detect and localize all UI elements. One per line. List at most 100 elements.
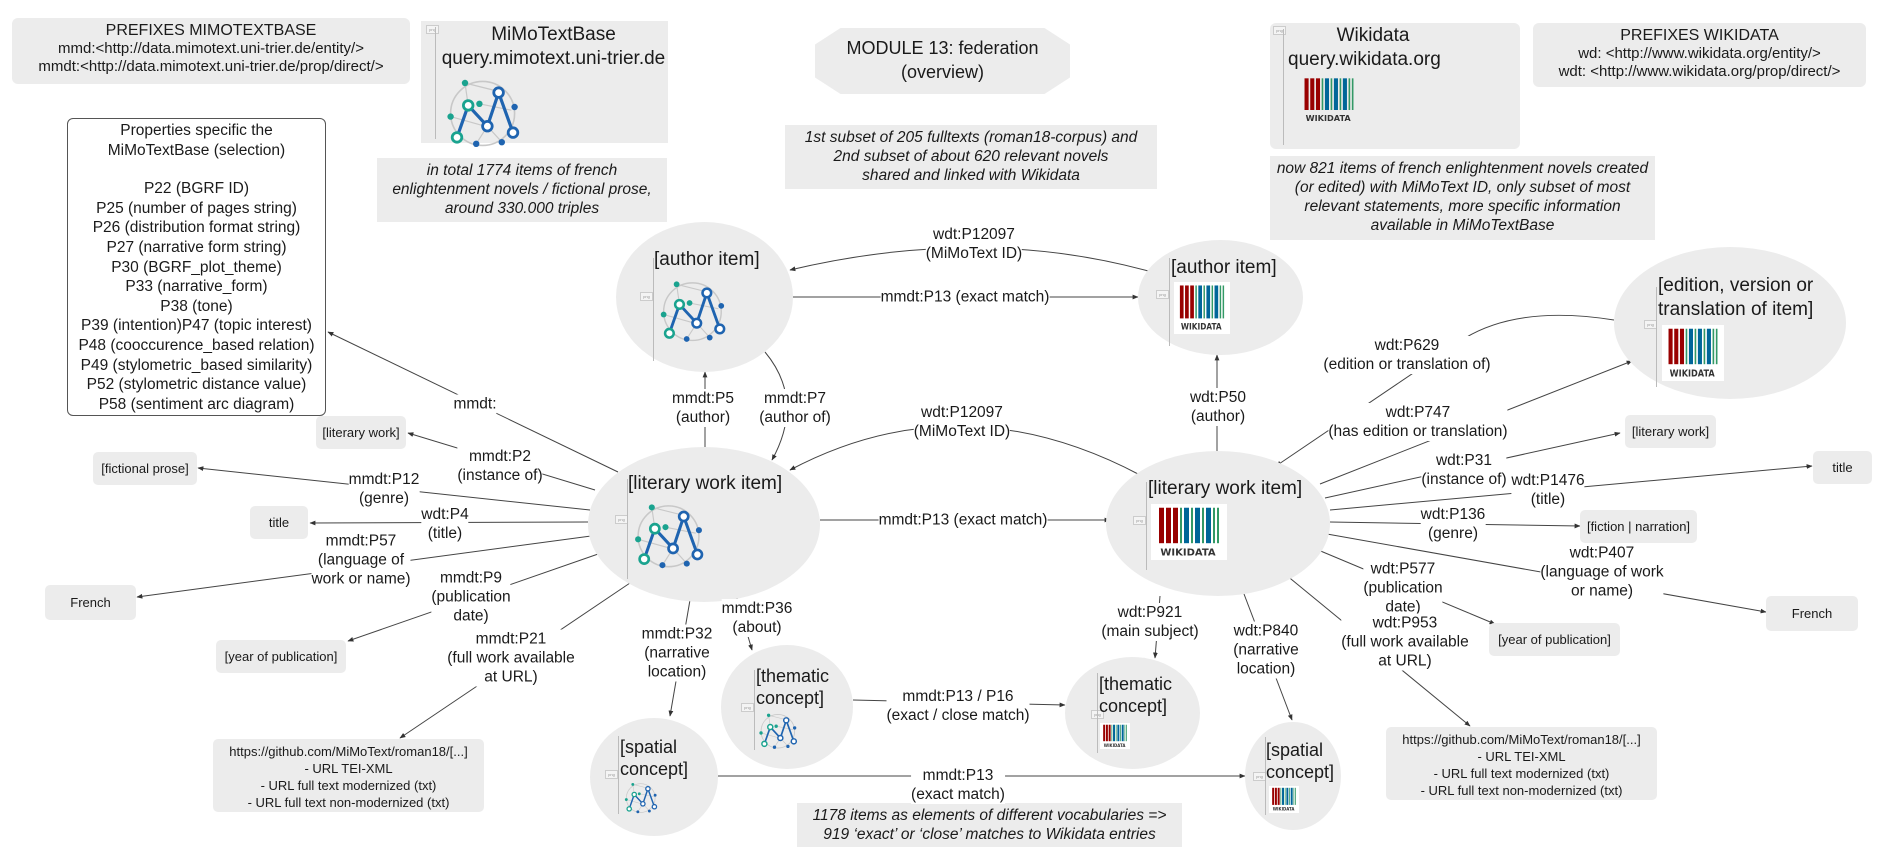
png-placeholder-icon: png (1156, 290, 1169, 299)
edge-label-line: (exact match) (911, 786, 1005, 803)
node-title-line: translation of item] (1658, 299, 1814, 320)
prefixes-mimotext-title: PREFIXES MIMOTEXTBASE (105, 22, 317, 39)
edge-label-mmd-p4: wdt:P4(title) (421, 505, 469, 543)
edge-label-line: location) (647, 663, 707, 681)
property-item: P33 (narrative_form) (125, 278, 268, 296)
edge-label-wd-p747: wdt:P747(has edition or translation) (1328, 403, 1508, 441)
edge-label-line: wdt:P747 (1385, 404, 1451, 421)
leaf-left-french: French (45, 585, 136, 620)
node-title-line: [spatial (1266, 740, 1324, 760)
prefix-wd: wd: <http://www.wikidata.org/entity/> (1578, 45, 1821, 62)
node-wikidata-thematic-concept[interactable]: png [thematic concept] WIKIDATA (1065, 657, 1200, 769)
edge-label-line: (instance of) (457, 467, 543, 484)
edge-label-wd-p1476: wdt:P1476(title) (1511, 471, 1585, 509)
edge-label-line: (title) (1530, 491, 1566, 508)
prefix-mmd: mmd:<http://data.mimotext.uni-trier.de/e… (58, 40, 364, 57)
edge-label-line: date) (453, 607, 489, 625)
edge-label-line: wdt:P629 (1374, 337, 1440, 354)
mimotext-logo-icon (622, 780, 658, 814)
edge-label-mmd-p7: mmdt:P7(author of) (759, 389, 831, 427)
edge-label-line: (author of) (759, 409, 831, 426)
leaf-right-literary-work: [literary work] (1625, 415, 1716, 448)
png-placeholder-icon: png (741, 703, 754, 712)
node-mimotext-literary-work[interactable]: png [literary work item] (588, 447, 820, 602)
edge-label-line: (language of work (1540, 563, 1664, 581)
edge-label-line: (edition or translation of) (1323, 356, 1491, 373)
edge-label-line: (publication (431, 588, 511, 606)
edge-label-line: wdt:P840 (1233, 622, 1299, 640)
edge-label-line: (title) (427, 525, 463, 542)
node-mimotext-thematic-concept[interactable]: png [thematic concept] (721, 645, 853, 769)
node-wikidata-author[interactable]: png [author item] WIKIDATA (1138, 240, 1303, 355)
edge-label-line: or name) (1570, 582, 1634, 600)
note-line: 1st subset of 205 fulltexts (roman18-cor… (804, 129, 1138, 146)
mimotext-logo-icon (629, 499, 705, 569)
edge-label-line: at URL) (1378, 652, 1432, 670)
image-border (653, 258, 654, 361)
edge-label-line: (full work available (447, 649, 575, 667)
node-title: [author item] (1171, 257, 1277, 278)
mimotext-logo-icon (655, 277, 727, 342)
node-wikidata-spatial-concept[interactable]: png [spatial concept] WIKIDATA (1245, 722, 1341, 830)
property-item: P39 (intention)P47 (topic interest) (81, 317, 312, 335)
properties-list: P22 (BGRF ID)P25 (number of pages string… (70, 179, 323, 414)
svg-text:WIKIDATA: WIKIDATA (1104, 743, 1126, 748)
image-border (1097, 673, 1098, 753)
png-placeholder-icon: png (1133, 516, 1146, 525)
image-border (1169, 258, 1170, 346)
image-border (1656, 287, 1657, 387)
properties-box: Properties specific the MiMoTextBase (se… (67, 118, 326, 416)
edge-label-line: (main subject) (1101, 623, 1199, 640)
leaf-left-title: title (250, 506, 308, 539)
image-border (754, 670, 755, 750)
mimotext-endpoint-url[interactable]: query.mimotext.uni-trier.de (441, 48, 666, 69)
node-mimotext-spatial-concept[interactable]: png [spatial concept] (590, 718, 718, 836)
edge-label-mmd-p2: mmdt:P2(instance of) (457, 447, 543, 485)
property-item: P26 (distribution format string) (92, 219, 301, 237)
node-title-line: [thematic (1099, 674, 1173, 694)
leaf-right-year: [year of publication] (1489, 623, 1620, 656)
node-mimotext-author[interactable]: png [author item] (616, 222, 793, 372)
node-title: [literary work item] (628, 473, 783, 494)
note-line: shared and linked with Wikidata (862, 167, 1080, 184)
leaf-left-fictional-prose: [fictional prose] (93, 452, 197, 485)
url-box-right: https://github.com/MiMoText/roman18/[...… (1386, 727, 1657, 800)
png-placeholder-icon: png (640, 292, 653, 301)
edge-label-line: (instance of) (1421, 471, 1507, 488)
edge-label-line: (narrative (1233, 641, 1299, 659)
edge-label-line: wdt:P953 (1372, 614, 1438, 632)
wikidata-logo-icon: WIKIDATA (1269, 786, 1299, 813)
wikidata-logo-icon: WIKIDATA (1298, 75, 1360, 125)
leaf-right-french: French (1766, 596, 1858, 631)
module-title: MODULE 13: federation (overview) (815, 28, 1070, 94)
edge-label-mmd-props: mmdt: (453, 394, 497, 414)
leaf-left-year: [year of publication] (216, 640, 346, 673)
wikidata-logo-icon: WIKIDATA (1662, 325, 1724, 381)
module-title-line2: (overview) (900, 62, 984, 82)
note-line: (or edited) with MiMoText ID, only subse… (1294, 179, 1631, 196)
note-vocabularies: 1178 items as elements of different voca… (797, 803, 1182, 847)
png-placeholder-icon: png (1273, 26, 1286, 35)
edge-label-mmd-p12: mmdt:P12(genre) (348, 470, 420, 508)
url-box-left: https://github.com/MiMoText/roman18/[...… (213, 739, 484, 812)
edge-label-author-wd-to-mmd: wdt:P12097(MiMoText ID) (925, 225, 1023, 263)
edge-label-line: (full work available (1341, 633, 1469, 651)
image-border (1146, 482, 1147, 570)
note-line: 2nd subset of about 620 relevant novels (833, 148, 1109, 165)
edge-label-line: mmdt:P32 (641, 625, 713, 643)
edge-label-line: mmdt:P36 (721, 600, 793, 617)
url-line: - URL full text modernized (txt) (1433, 766, 1610, 781)
image-border (435, 27, 436, 139)
node-wikidata-edition[interactable]: png [edition, version or translation of … (1614, 247, 1846, 399)
properties-title: MiMoTextBase (selection) (107, 141, 286, 159)
property-item: P22 (BGRF ID) (143, 180, 250, 198)
github-url-link[interactable]: https://github.com/MiMoText/roman18/[...… (1402, 732, 1641, 747)
note-line: available in MiMoTextBase (1370, 217, 1555, 234)
github-url-link[interactable]: https://github.com/MiMoText/roman18/[...… (229, 744, 468, 759)
edge-label-author-exact: mmdt:P13 (exact match) (880, 287, 1050, 307)
wikidata-endpoint-url[interactable]: query.wikidata.org (1288, 49, 1441, 70)
node-wikidata-literary-work[interactable]: png [literary work item] WIKIDATA (1106, 451, 1330, 596)
png-placeholder-icon: png (426, 25, 439, 34)
note-wikidata-items: now 821 items of french enlightenment no… (1270, 156, 1655, 240)
edge-label-line: (MiMoText ID) (925, 245, 1023, 262)
